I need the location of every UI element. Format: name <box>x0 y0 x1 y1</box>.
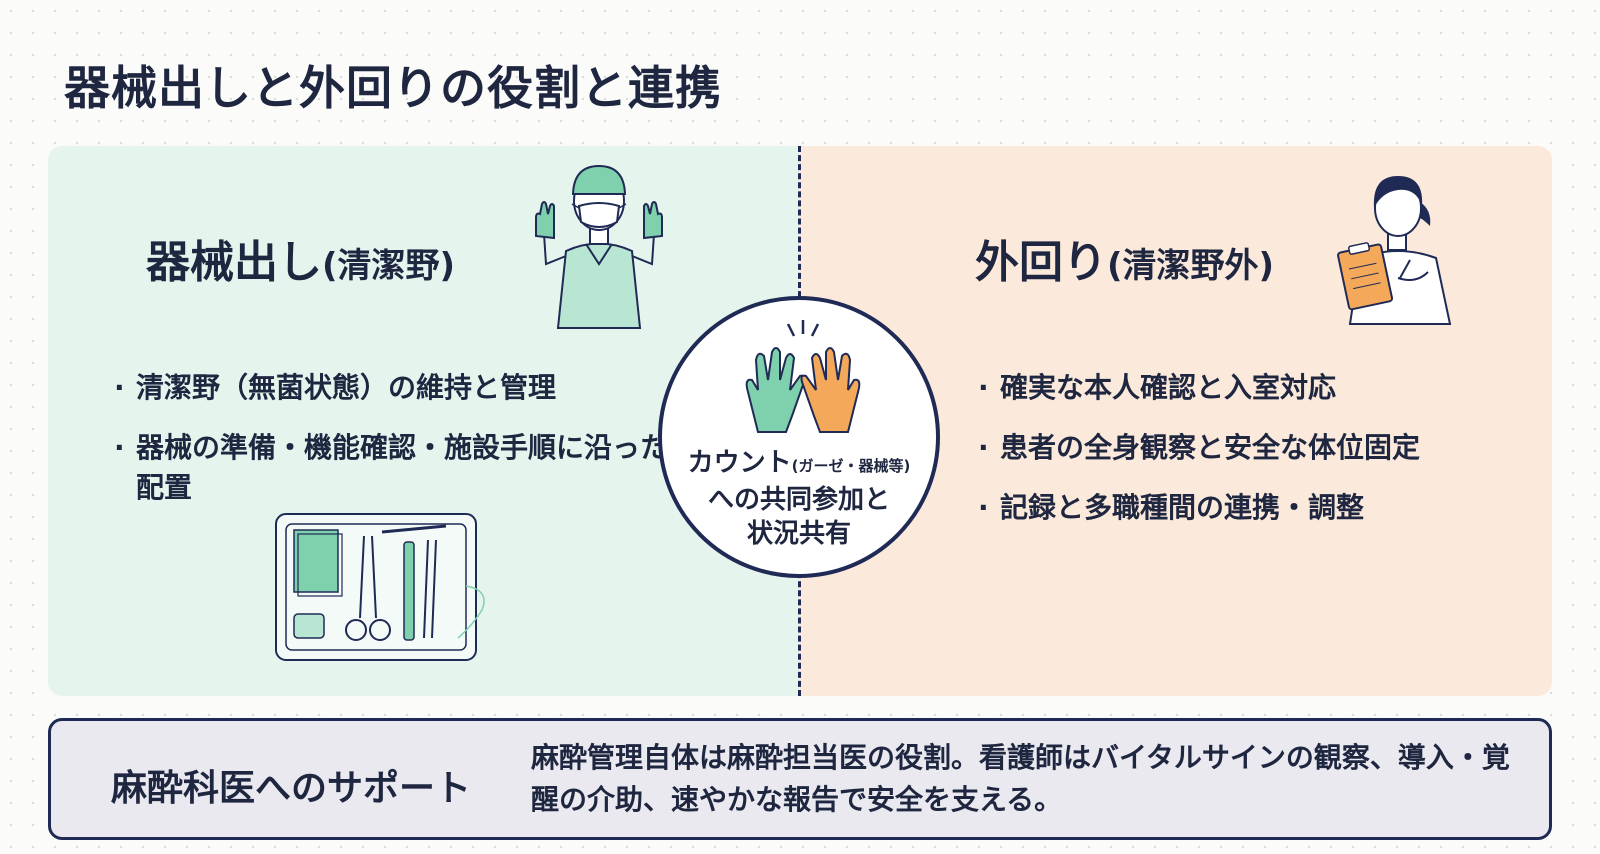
circulating-nurse-heading-main: 外回り <box>975 237 1107 288</box>
page-title: 器械出しと外回りの役割と連携 <box>64 61 722 115</box>
anesthesia-support-label: 麻酔科医へのサポート <box>111 768 472 809</box>
count-collaboration-circle: カウント(ガーゼ・器械等) への共同参加と 状況共有 <box>658 296 940 578</box>
circulating-nurse-heading: 外回り(清潔野外) <box>975 226 1274 290</box>
scrub-nurse-bullets: 清潔野（無菌状態）の維持と管理 器械の準備・機能確認・施設手順に沿った配置 <box>114 368 674 528</box>
circ-bullet-2: 患者の全身観察と安全な体位固定 <box>978 428 1538 468</box>
masked-surgeon-icon <box>535 164 663 329</box>
count-collaboration-text: カウント(ガーゼ・器械等) への共同参加と 状況共有 <box>662 446 936 551</box>
circ-bullet-3: 記録と多職種間の連携・調整 <box>978 488 1538 528</box>
anesthesia-support-box: 麻酔科医へのサポート 麻酔管理自体は麻酔担当医の役割。看護師はバイタルサインの観… <box>48 718 1552 840</box>
high-five-gloves-icon <box>745 320 861 433</box>
anesthesia-support-text: 麻酔管理自体は麻酔担当医の役割。看護師はバイタルサインの観察、導入・覚醒の介助、… <box>531 741 1510 816</box>
scrub-bullet-2: 器械の準備・機能確認・施設手順に沿った配置 <box>114 428 674 508</box>
scrub-nurse-heading-sub: (清潔野) <box>322 246 456 286</box>
scrub-nurse-heading: 器械出し(清潔野) <box>146 226 455 290</box>
count-line3: 状況共有 <box>746 519 851 549</box>
circulating-nurse-bullets: 確実な本人確認と入室対応 患者の全身観察と安全な体位固定 記録と多職種間の連携・… <box>978 368 1538 548</box>
count-line1-small: (ガーゼ・器械等) <box>791 457 911 475</box>
circ-bullet-1: 確実な本人確認と入室対応 <box>978 368 1538 408</box>
nurse-with-clipboard-icon <box>1337 176 1452 325</box>
instrument-tray-icon <box>275 513 485 661</box>
scrub-bullet-1: 清潔野（無菌状態）の維持と管理 <box>114 368 674 408</box>
count-line1-main: カウント <box>687 448 792 478</box>
circulating-nurse-heading-sub: (清潔野外) <box>1107 246 1275 286</box>
count-line2: への共同参加と <box>707 485 890 515</box>
scrub-nurse-heading-main: 器械出し <box>146 237 322 288</box>
